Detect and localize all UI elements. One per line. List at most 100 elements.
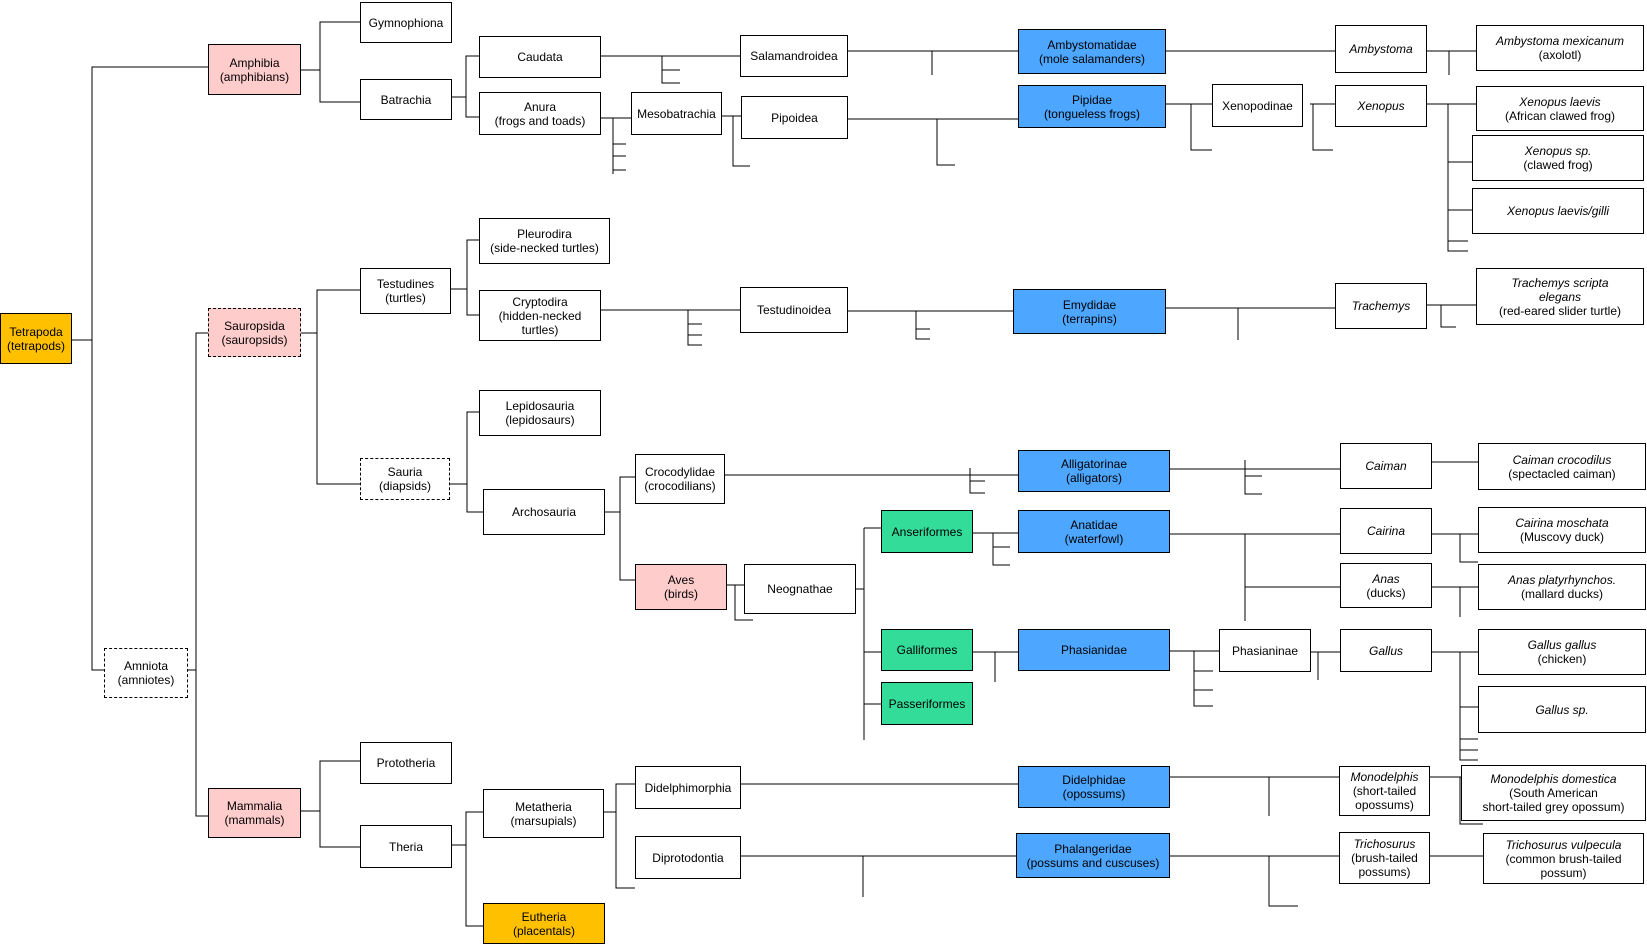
node-label: Salamandroidea (750, 49, 838, 63)
node-mesobatrachia: Mesobatrachia (631, 92, 722, 135)
node-xenopus-laevis: Xenopus laevis (African clawed frog) (1476, 86, 1644, 131)
node-sublabel: (mallard ducks) (1520, 587, 1604, 601)
node-tetrapoda: Tetrapoda (tetrapods) (0, 313, 72, 364)
node-sublabel: (birds) (663, 587, 698, 601)
node-sublabel: (axolotl) (1538, 48, 1582, 62)
node-gymnophiona: Gymnophiona (360, 2, 452, 43)
node-label: Ambystomatidae (1047, 37, 1137, 52)
node-gallus: Gallus (1340, 629, 1432, 672)
node-sublabel: (crocodilians) (644, 479, 716, 493)
node-amphibia: Amphibia (amphibians) (208, 44, 301, 95)
node-sauropsida: Sauropsida (sauropsids) (208, 308, 301, 357)
node-label: Sauropsida (224, 318, 285, 333)
node-ambystomatidae: Ambystomatidae (mole salamanders) (1018, 29, 1166, 74)
node-label: Monodelphis (1350, 770, 1419, 784)
node-sublabel: (hidden-necked (498, 308, 582, 323)
node-sauria: Sauria (diapsids) (360, 458, 450, 500)
node-label: Ambystoma mexicanum (1495, 34, 1625, 48)
node-sublabel: (spectacled caiman) (1508, 466, 1616, 481)
node-sublabel: (lepidosaurs) (505, 413, 575, 427)
node-mammalia: Mammalia (mammals) (208, 788, 301, 838)
node-pipidae: Pipidae (tongueless frogs) (1018, 85, 1166, 128)
node-emydidae: Emydidae (terrapins) (1013, 289, 1166, 334)
node-trachemys: Trachemys (1335, 283, 1427, 329)
node-sublabel: (South American (1509, 786, 1598, 800)
node-sublabel: (waterfowl) (1064, 531, 1124, 546)
node-sublabel: (sauropsids) (221, 332, 288, 347)
node-pipoidea: Pipoidea (741, 96, 848, 139)
node-ambystoma: Ambystoma (1335, 25, 1427, 73)
node-label: Didelphidae (1062, 773, 1126, 787)
node-label: Xenopus (1357, 99, 1405, 113)
node-sublabel: (marsupials) (510, 813, 577, 828)
node-label: Xenopus laevis/gilli (1506, 204, 1610, 218)
node-label: Tetrapoda (9, 324, 63, 339)
node-phasianinae: Phasianinae (1219, 629, 1311, 672)
node-label: Sauria (387, 465, 423, 479)
node-monodelphis: Monodelphis (short-tailed opossums) (1339, 766, 1430, 816)
node-label: Pipidae (1071, 92, 1113, 107)
node-sublabel: (short-tailed (1352, 784, 1417, 798)
node-didelphimorphia: Didelphimorphia (635, 766, 741, 809)
node-label: Passeriformes (888, 696, 966, 711)
node-anseriformes: Anseriformes (881, 510, 973, 553)
node-cryptodira: Cryptodira (hidden-necked turtles) (479, 290, 601, 341)
node-label: Didelphimorphia (644, 780, 732, 795)
node-didelphidae: Didelphidae (opossums) (1018, 766, 1170, 808)
node-trichosurus: Trichosurus (brush-tailed possums) (1339, 832, 1430, 884)
node-theria: Theria (360, 825, 452, 868)
node-label: Galliformes (896, 643, 958, 657)
node-label: Anseriformes (891, 524, 963, 539)
node-galliformes: Galliformes (881, 629, 973, 671)
node-anas: Anas (ducks) (1340, 563, 1432, 608)
node-label: Crocodylidae (644, 465, 716, 479)
node-label: Archosauria (511, 505, 577, 519)
node-sublabel: (mammals) (224, 813, 285, 827)
node-trichosurus-vulpecula: Trichosurus vulpecula (common brush-tail… (1483, 833, 1644, 884)
node-monodelphis-domestica: Monodelphis domestica (South American sh… (1461, 765, 1646, 821)
node-caudata: Caudata (479, 36, 601, 78)
node-sublabel: (mole salamanders) (1038, 51, 1146, 66)
node-label: Mesobatrachia (637, 106, 716, 121)
node-phalangeridae: Phalangeridae (possums and cuscuses) (1016, 833, 1170, 878)
node-sublabel: (ducks) (1366, 585, 1406, 600)
node-label: Xenopus laevis (1519, 94, 1601, 109)
node-label: Ambystoma (1349, 42, 1413, 56)
node-diprotodontia: Diprotodontia (635, 836, 741, 879)
node-label: Trichosurus vulpecula (1505, 837, 1622, 852)
node-testudines: Testudines (turtles) (360, 268, 451, 314)
node-sublabel-2: possums) (1358, 865, 1411, 879)
node-label: Anura (523, 99, 557, 114)
node-xenopus-laevis-gilli: Xenopus laevis/gilli (1472, 188, 1644, 234)
node-sublabel: (African clawed frog) (1504, 108, 1616, 123)
node-label: Neognathae (767, 582, 833, 596)
node-sublabel: (side-necked turtles) (490, 241, 599, 255)
node-prototheria: Prototheria (360, 742, 452, 784)
node-label: Eutheria (521, 909, 567, 924)
node-label: Pipoidea (771, 110, 818, 125)
node-label: Anatidae (1070, 517, 1118, 532)
node-sublabel-2: opossums) (1355, 798, 1414, 812)
node-label: Caiman crocodilus (1512, 452, 1612, 467)
node-label-2: elegans (1538, 289, 1582, 304)
node-label: Gymnophiona (368, 15, 444, 30)
node-crocodylidae: Crocodylidae (crocodilians) (635, 454, 725, 504)
node-label: Phalangeridae (1054, 841, 1132, 856)
node-label: Mammalia (226, 799, 283, 813)
node-label: Gallus sp. (1535, 702, 1589, 717)
node-label: Emydidae (1062, 297, 1117, 312)
node-label: Gallus (1368, 643, 1403, 658)
node-aves: Aves (birds) (635, 564, 727, 610)
node-label: Metatheria (515, 799, 572, 814)
node-label: Cairina moschata (1515, 516, 1609, 530)
node-pleurodira: Pleurodira (side-necked turtles) (479, 218, 610, 264)
node-alligatorinae: Alligatorinae (alligators) (1018, 450, 1170, 492)
node-xenopus: Xenopus (1335, 85, 1427, 127)
node-cairina-moschata: Cairina moschata (Muscovy duck) (1478, 507, 1646, 553)
node-neognathae: Neognathae (744, 564, 856, 614)
node-label: Gallus gallus (1527, 638, 1597, 652)
node-label: Trachemys (1351, 299, 1411, 313)
node-sublabel: (turtles) (385, 291, 426, 305)
node-sublabel: (chicken) (1537, 652, 1587, 666)
